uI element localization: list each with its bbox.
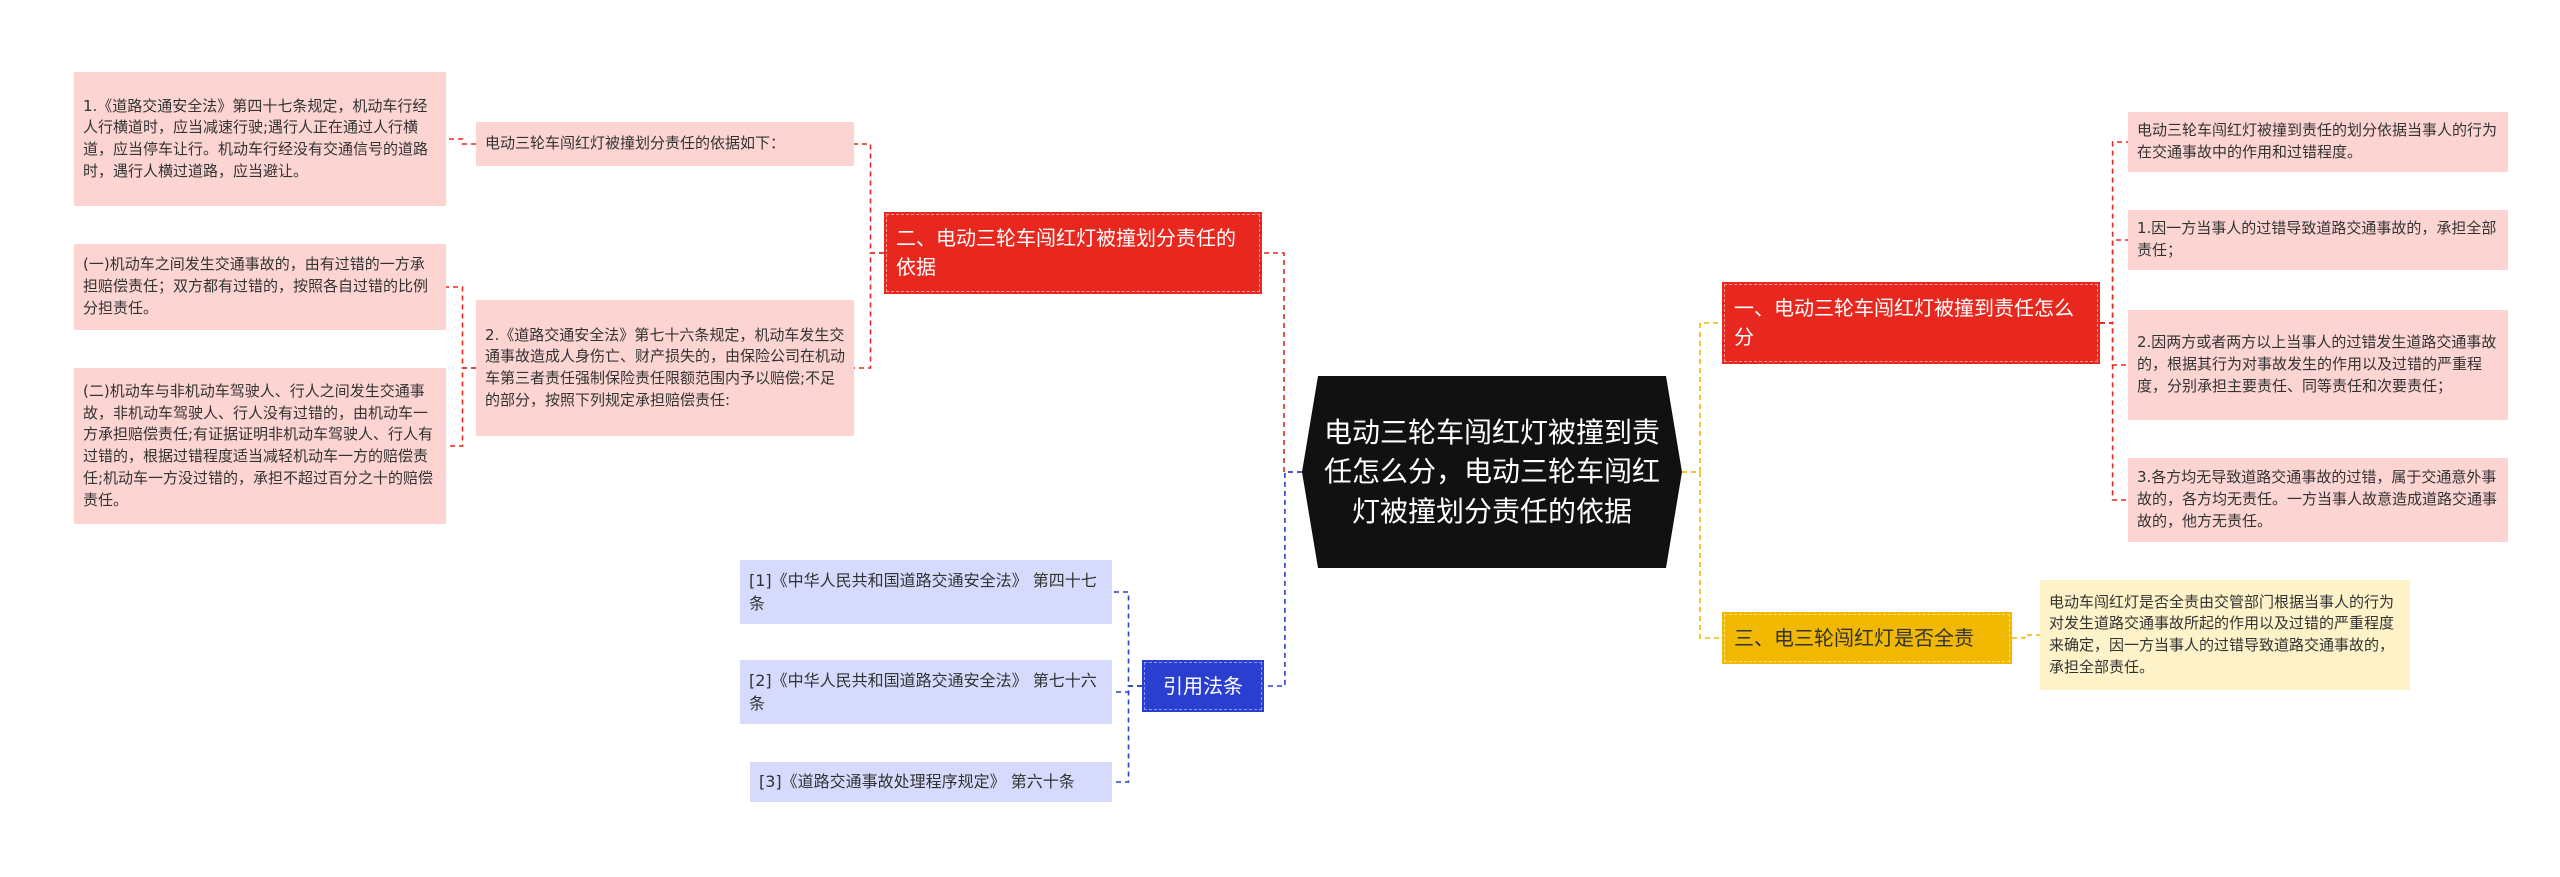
leaf-text: [2]《中华人民共和国道路交通安全法》 第七十六条 xyxy=(749,670,1097,713)
leaf-text: 电动车闯红灯是否全责由交管部门根据当事人的行为对发生道路交通事故所起的作用以及过… xyxy=(2049,592,2395,676)
root-topic[interactable]: 电动三轮车闯红灯被撞到责任怎么分，电动三轮车闯红灯被撞划分责任的依据 xyxy=(1302,376,1682,568)
link-root-branch2 xyxy=(1262,252,1302,473)
leaf-article-47[interactable]: 1.《道路交通安全法》第四十七条规定，机动车行经人行横道时，应当减速行驶;遇行人… xyxy=(74,72,446,206)
leaf-text: 1.因一方当事人的过错导致道路交通事故的，承担全部责任； xyxy=(2137,219,2497,259)
branch-label: 三、电三轮闯红灯是否全责 xyxy=(1734,625,1974,650)
leaf-basis-of-split[interactable]: 电动三轮车闯红灯被撞到责任的划分依据当事人的行为在交通事故中的作用和过错程度。 xyxy=(2128,112,2508,172)
leaf-motor-vs-motor[interactable]: (一)机动车之间发生交通事故的，由有过错的一方承担赔偿责任；双方都有过错的，按照… xyxy=(74,244,446,330)
leaf-text: (二)机动车与非机动车驾驶人、行人之间发生交通事故，非机动车驾驶人、行人没有过错… xyxy=(83,381,434,509)
leaf-one-party-fault[interactable]: 1.因一方当事人的过错导致道路交通事故的，承担全部责任； xyxy=(2128,210,2508,270)
node-article-76[interactable]: 2.《道路交通安全法》第七十六条规定，机动车发生交通事故造成人身伤亡、财产损失的… xyxy=(476,300,854,436)
link-branch2-article76 xyxy=(854,252,884,369)
leaf-citation-1[interactable]: [1]《中华人民共和国道路交通安全法》 第四十七条 xyxy=(740,560,1112,624)
branch-label: 一、电动三轮车闯红灯被撞到责任怎么分 xyxy=(1734,296,2074,349)
leaf-text: (一)机动车之间发生交通事故的，由有过错的一方承担赔偿责任；双方都有过错的，按照… xyxy=(83,255,429,317)
node-basis-intro[interactable]: 电动三轮车闯红灯被撞划分责任的依据如下： xyxy=(476,122,854,166)
link-cited-leaf-0 xyxy=(1112,591,1142,687)
leaf-motor-vs-nonmotor[interactable]: (二)机动车与非机动车驾驶人、行人之间发生交通事故，非机动车驾驶人、行人没有过错… xyxy=(74,368,446,524)
link-root-branch1 xyxy=(1682,322,1722,473)
node-text: 电动三轮车闯红灯被撞划分责任的依据如下： xyxy=(485,134,786,153)
leaf-text: 电动三轮车闯红灯被撞到责任的划分依据当事人的行为在交通事故中的作用和过错程度。 xyxy=(2137,121,2498,161)
leaf-text: [1]《中华人民共和国道路交通安全法》 第四十七条 xyxy=(749,570,1097,613)
leaf-text: 2.因两方或者两方以上当事人的过错发生道路交通事故的，根据其行为对事故发生的作用… xyxy=(2137,333,2497,395)
leaf-text: [3]《道路交通事故处理程序规定》 第六十条 xyxy=(759,772,1075,792)
link-article76-leaf2 xyxy=(446,367,476,447)
link-branch3-leaf xyxy=(2012,634,2040,639)
leaf-citation-3[interactable]: [3]《道路交通事故处理程序规定》 第六十条 xyxy=(750,762,1112,802)
link-branch2-intro xyxy=(854,143,884,254)
leaf-text: 1.《道路交通安全法》第四十七条规定，机动车行经人行横道时，应当减速行驶;遇行人… xyxy=(83,96,429,180)
branch-basis-for-split[interactable]: 二、电动三轮车闯红灯被撞划分责任的依据 xyxy=(884,212,1262,294)
link-article76-leaf1 xyxy=(446,286,476,369)
branch-full-liability[interactable]: 三、电三轮闯红灯是否全责 xyxy=(1722,612,2012,664)
leaf-text: 3.各方均无导致道路交通事故的过错，属于交通意外事故的，各方均无责任。一方当事人… xyxy=(2137,468,2498,530)
link-intro-article47 xyxy=(446,138,476,145)
link-branch1-leaf-2 xyxy=(2100,322,2128,366)
link-cited-leaf-1 xyxy=(1112,685,1142,693)
link-root-branch3 xyxy=(1682,471,1722,639)
link-branch1-leaf-1 xyxy=(2100,239,2128,324)
branch-cited-laws[interactable]: 引用法条 xyxy=(1142,660,1264,712)
branch-label: 二、电动三轮车闯红灯被撞划分责任的依据 xyxy=(896,226,1236,279)
link-branch1-leaf-0 xyxy=(2100,141,2128,324)
link-cited-leaf-2 xyxy=(1112,685,1142,783)
leaf-no-fault-accident[interactable]: 3.各方均无导致道路交通事故的过错，属于交通意外事故的，各方均无责任。一方当事人… xyxy=(2128,458,2508,542)
link-root-cited xyxy=(1264,471,1302,687)
branch-responsibility-split[interactable]: 一、电动三轮车闯红灯被撞到责任怎么分 xyxy=(1722,282,2100,364)
root-topic-text: 电动三轮车闯红灯被撞到责任怎么分，电动三轮车闯红灯被撞划分责任的依据 xyxy=(1324,416,1661,528)
leaf-full-liability-explanation[interactable]: 电动车闯红灯是否全责由交管部门根据当事人的行为对发生道路交通事故所起的作用以及过… xyxy=(2040,580,2410,690)
node-text: 2.《道路交通安全法》第七十六条规定，机动车发生交通事故造成人身伤亡、财产损失的… xyxy=(485,325,846,409)
leaf-multi-party-fault[interactable]: 2.因两方或者两方以上当事人的过错发生道路交通事故的，根据其行为对事故发生的作用… xyxy=(2128,310,2508,420)
leaf-citation-2[interactable]: [2]《中华人民共和国道路交通安全法》 第七十六条 xyxy=(740,660,1112,724)
branch-label: 引用法条 xyxy=(1163,673,1243,698)
link-branch1-leaf-3 xyxy=(2100,322,2128,501)
